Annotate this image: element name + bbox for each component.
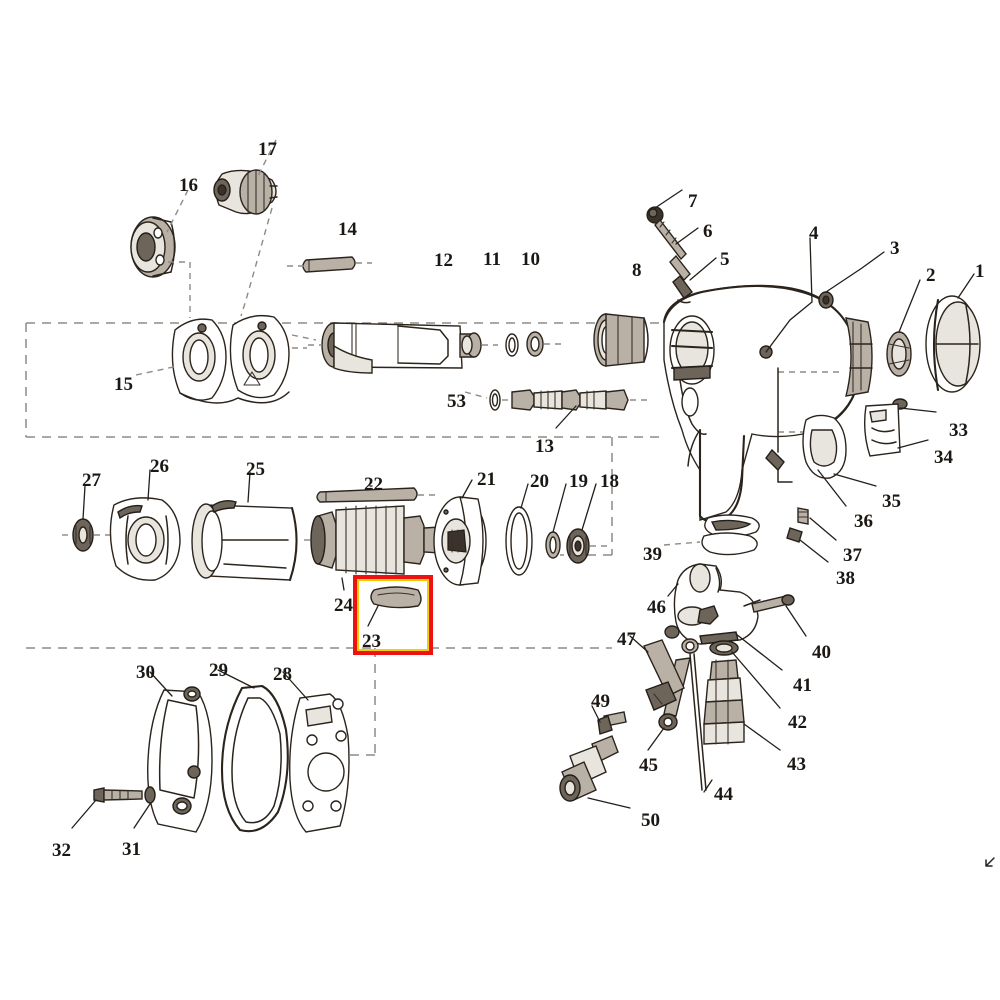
callout-cylinder: 25 (246, 459, 265, 480)
part-50-air-inlet-nipple (559, 735, 631, 809)
part-25-cylinder (191, 471, 298, 582)
part-49-inlet-nipple-pin (591, 705, 627, 735)
callout-back-head-cover: 30 (136, 662, 155, 683)
part-14-dowel-pin (287, 256, 372, 273)
part-2-anvil-bushing (886, 279, 921, 377)
part-23-rotor-vane (367, 586, 422, 627)
callout-air-inlet-nipple: 50 (641, 810, 660, 831)
part-39-trigger-lever (663, 514, 760, 556)
callout-rotor-blade-pin: 22 (364, 474, 383, 495)
part-7-regulator-ball (646, 189, 683, 224)
callout-air-inlet-valve: 43 (787, 754, 806, 775)
callout-inlet-screw: 40 (812, 642, 831, 663)
part-38-detent-pin (786, 527, 829, 563)
part-32-cover-screw (71, 787, 143, 829)
part-13-hammer-pin-set (502, 389, 648, 429)
part-31-cover-washer (133, 786, 156, 829)
part-20-motor-o-ring (505, 483, 533, 576)
callout-valve-rod: 45 (639, 755, 658, 776)
callout-anvil-retaining-ring: 1 (975, 261, 985, 282)
callout-hammer-pin-set: 13 (535, 436, 554, 457)
callout-detent-spring: 37 (843, 545, 862, 566)
part-43-air-inlet-valve (703, 659, 781, 751)
callout-back-head-gasket: 28 (273, 664, 292, 685)
part-53-hammer-o-ring (464, 389, 501, 411)
part-29-back-head-seal (217, 669, 289, 833)
part-10-thrust-washer (526, 331, 562, 357)
part-22-rotor-blade-pin (316, 485, 440, 503)
callout-valve-stem: 44 (714, 784, 733, 805)
callout-rotor-vane: 23 (362, 631, 381, 652)
callout-throttle-screw: 47 (617, 629, 636, 650)
part-12-anvil-assembly (308, 322, 498, 374)
part-19-rear-washer (545, 483, 567, 559)
part-35-reverse-lever (802, 414, 877, 507)
part-34-reverse-plate (863, 403, 929, 457)
callout-anvil-bushing: 2 (926, 265, 936, 286)
callout-thrust-washer: 10 (521, 249, 540, 270)
callout-exhaust-deflector: 8 (632, 260, 642, 281)
part-8-exhaust-deflector (593, 313, 649, 367)
callout-rotor: 24 (334, 595, 353, 616)
part-37-detent-spring (797, 507, 837, 541)
part-40-inlet-screw (751, 594, 807, 637)
part-6-regulator-spring (654, 218, 699, 261)
callout-inlet-nipple-pin: 49 (591, 691, 610, 712)
callout-motor-o-ring: 20 (530, 471, 549, 492)
callout-reverse-detent: 36 (854, 511, 873, 532)
callout-inlet-seal: 42 (788, 712, 807, 733)
callout-hammer-cam: 17 (258, 139, 277, 160)
part-1-anvil-retaining-ring (925, 273, 981, 393)
part-4-tool-housing (662, 237, 885, 523)
part-16-hammer-bushing (130, 216, 176, 278)
callout-regulator-ball: 7 (688, 191, 698, 212)
callout-front-bearing: 27 (82, 470, 101, 491)
part-28-back-head-gasket (282, 671, 350, 833)
callout-detent-pin: 38 (836, 568, 855, 589)
callout-back-head-seal: 29 (209, 660, 228, 681)
callout-throttle-body: 46 (647, 597, 666, 618)
callout-hammer-case-screw: 3 (890, 238, 900, 259)
group-box-hammer-section (25, 322, 660, 438)
callout-inlet-bushing: 41 (793, 675, 812, 696)
callout-hammer-case-pin: 33 (949, 420, 968, 441)
callout-tool-housing: 4 (809, 223, 819, 244)
callout-hammer-frame: 15 (114, 374, 133, 395)
callout-front-end-plate: 26 (150, 456, 169, 477)
callout-o-ring-small: 11 (483, 249, 501, 270)
part-17-hammer-cam (213, 169, 278, 215)
part-36-reverse-detent (765, 448, 793, 483)
part-30-back-head-cover (147, 671, 213, 833)
part-5-regulator-pin (669, 254, 717, 299)
part-21-rear-end-plate (433, 479, 487, 586)
part-42-inlet-seal (709, 640, 781, 709)
part-44-valve-stem (681, 638, 713, 793)
callout-rear-bearing: 18 (600, 471, 619, 492)
callout-trigger-lever: 39 (643, 544, 662, 565)
part-41-inlet-bushing (735, 633, 783, 671)
callout-rear-washer: 19 (569, 471, 588, 492)
callout-hammer-o-ring: 53 (447, 391, 466, 412)
part-18-rear-bearing (566, 483, 612, 564)
callout-reverse-plate: 34 (934, 447, 953, 468)
callout-rear-end-plate: 21 (477, 469, 496, 490)
part-27-front-bearing (62, 485, 110, 552)
callout-regulator-spring: 6 (703, 221, 713, 242)
callout-cover-screw: 32 (52, 840, 71, 861)
callout-dowel-pin: 14 (338, 219, 357, 240)
part-46-throttle-body (667, 563, 761, 645)
corner-mark-icon (985, 857, 995, 867)
callout-regulator-pin: 5 (720, 249, 730, 270)
part-47-throttle-screw (629, 625, 685, 711)
part-26-front-end-plate (109, 469, 181, 581)
part-33-hammer-case-pin (892, 398, 937, 413)
callout-reverse-lever: 35 (882, 491, 901, 512)
part-11-o-ring-small (505, 333, 519, 357)
part-24-rotor (304, 505, 441, 591)
callout-hammer-bushing: 16 (179, 175, 198, 196)
callout-anvil-assembly: 12 (434, 250, 453, 271)
part-15-hammer-frame (135, 139, 317, 404)
callout-cover-washer: 31 (122, 839, 141, 860)
